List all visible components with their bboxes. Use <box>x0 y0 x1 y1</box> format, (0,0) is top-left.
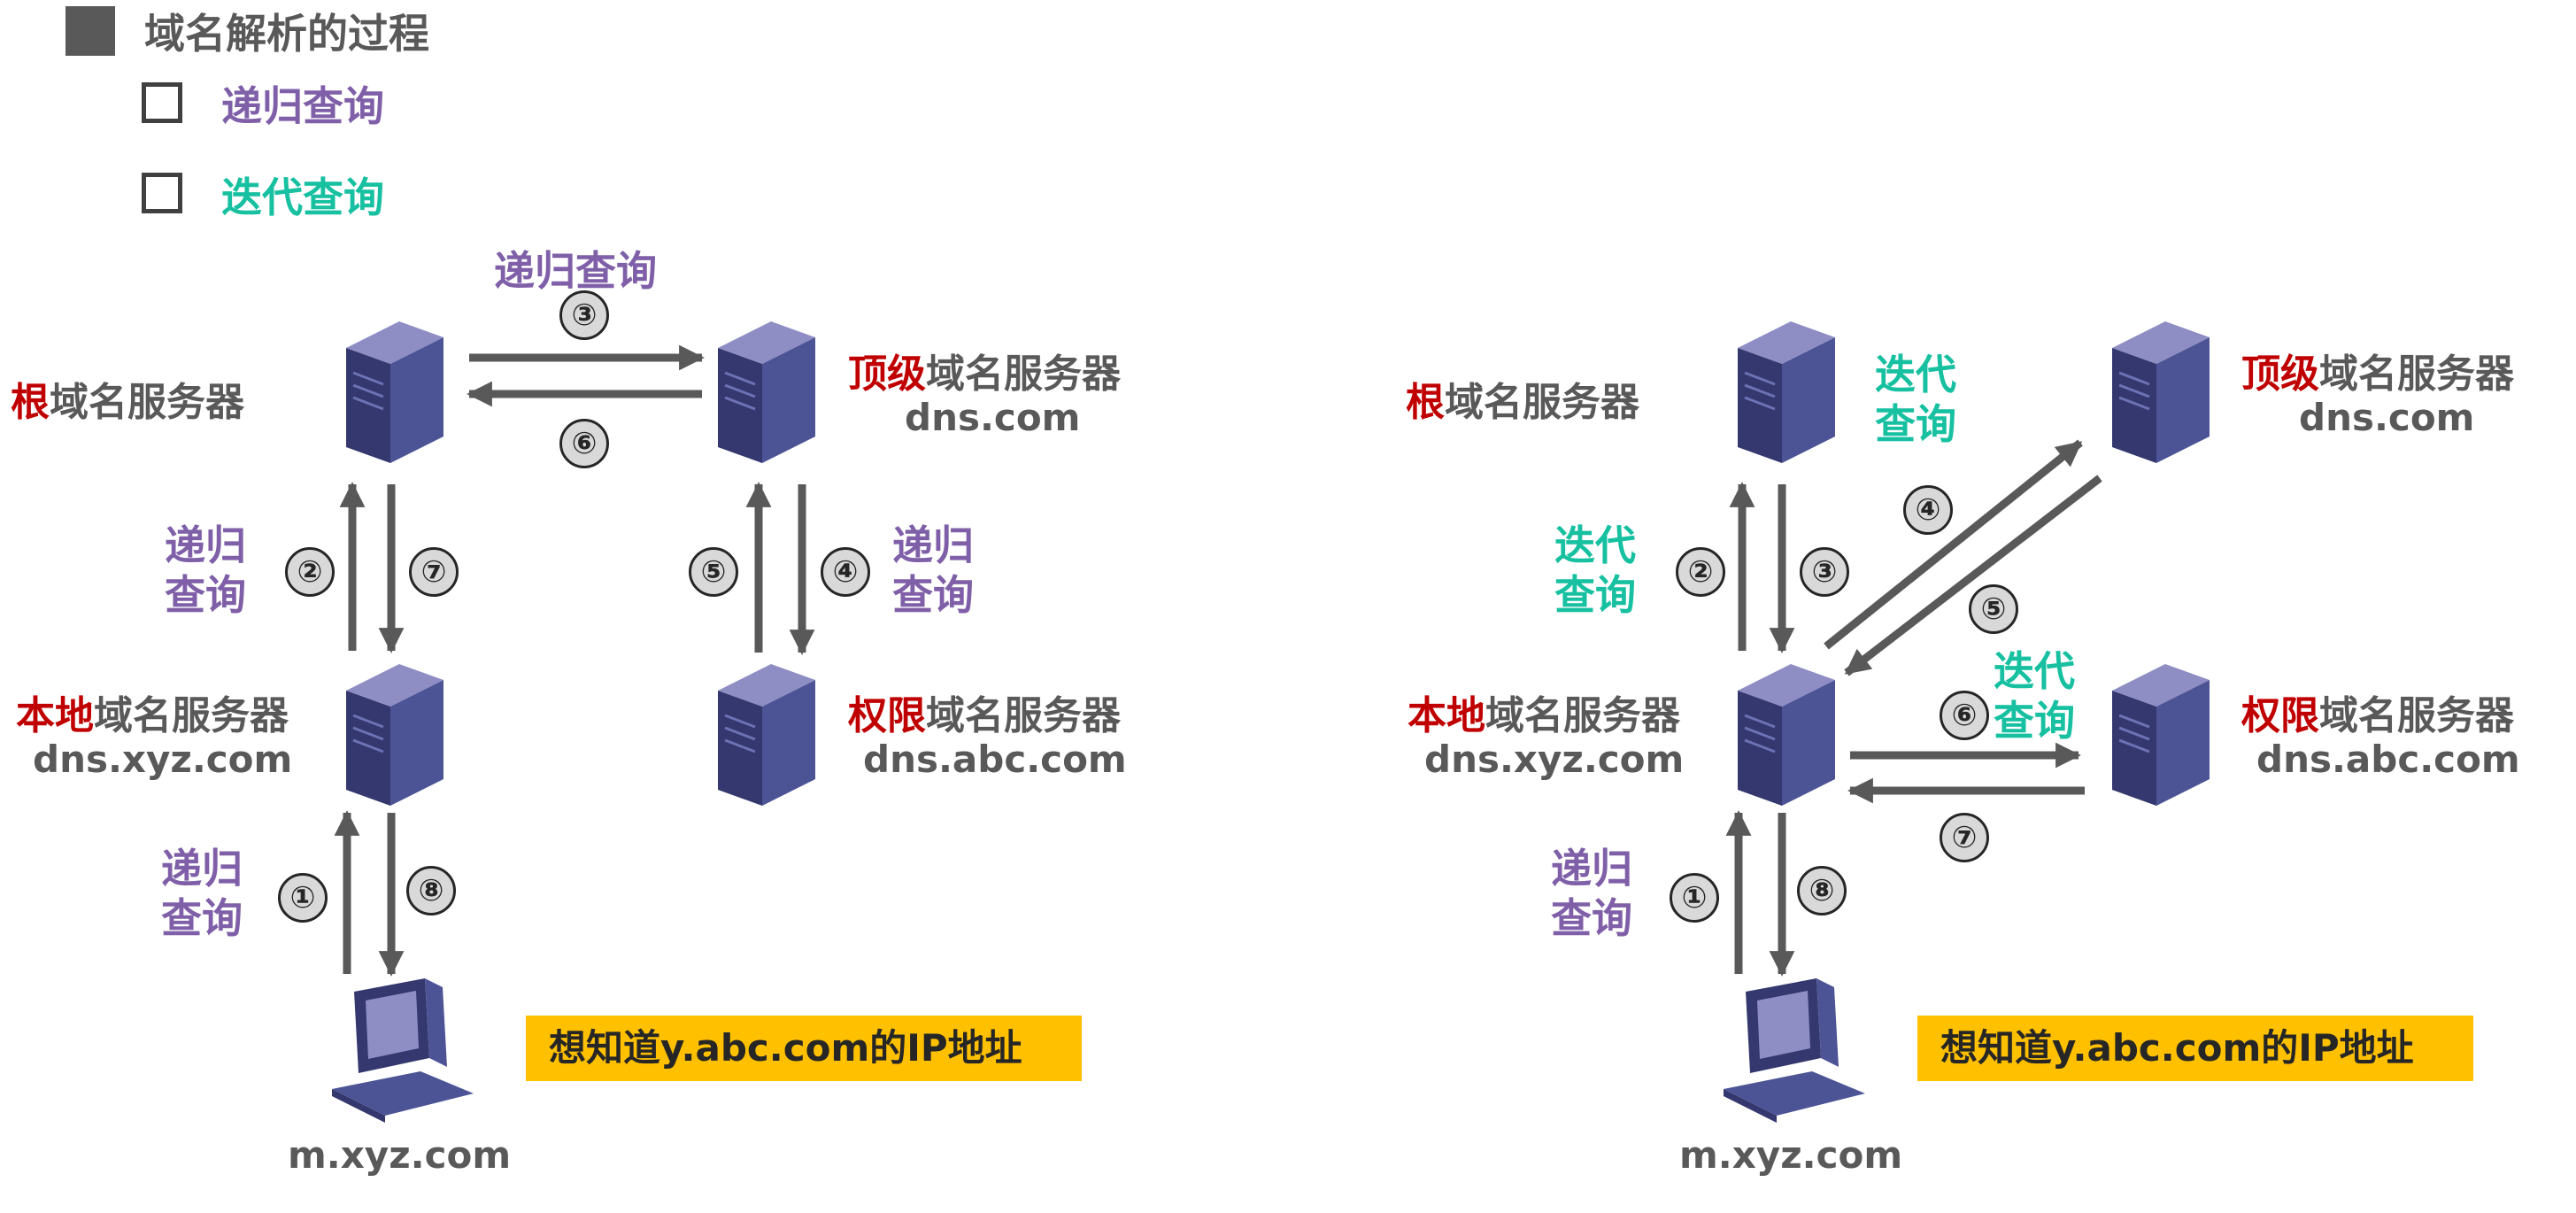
recursive-option-label: 递归查询 <box>221 82 384 130</box>
recursive-query-label: 递归查询 <box>892 522 974 619</box>
goal-banner: 想知道y.abc.com的IP地址 <box>1917 1016 2473 1081</box>
step-7-badge: ⑦ <box>409 547 459 597</box>
authoritative-server-label: 权限域名服务器 <box>2241 693 2514 738</box>
authoritative-hostname: dns.abc.com <box>863 738 1127 781</box>
authoritative-server-icon <box>718 664 815 806</box>
iterative-query-label: 迭代查询 <box>1994 647 2075 745</box>
step-4-badge: ④ <box>821 547 870 597</box>
step-8-badge: ⑧ <box>406 866 456 916</box>
iterative-query-label: 迭代查询 <box>1875 351 1956 448</box>
local-server-icon <box>1738 664 1835 806</box>
root-server-icon <box>346 321 443 463</box>
top-level-hostname: dns.com <box>905 396 1081 439</box>
iterative-option-label: 迭代查询 <box>221 174 384 221</box>
top-level-server-icon <box>2112 321 2210 463</box>
recursive-checkbox[interactable] <box>142 82 182 123</box>
local-server-label: 本地域名服务器 <box>16 693 289 738</box>
step-2-badge: ② <box>1676 547 1725 597</box>
recursive-query-label: 递归查询 <box>165 522 246 619</box>
step-7-badge: ⑦ <box>1940 813 1989 862</box>
step-6-badge: ⑥ <box>1940 691 1989 740</box>
client-hostname: m.xyz.com <box>288 1133 512 1177</box>
iterative-checkbox[interactable] <box>142 173 182 213</box>
authoritative-server-icon <box>2112 664 2210 806</box>
iterative-query-label: 迭代查询 <box>1554 522 1636 619</box>
recursive-query-label: 递归查询 <box>494 247 657 295</box>
step-4-badge: ④ <box>1903 485 1953 535</box>
page-title: 域名解析的过程 <box>144 10 429 58</box>
root-server-label: 根域名服务器 <box>11 380 244 425</box>
step-8-badge: ⑧ <box>1797 866 1847 916</box>
step-6-badge: ⑥ <box>559 419 609 468</box>
step-3-badge: ③ <box>1800 547 1849 597</box>
step-1-badge: ① <box>278 873 328 923</box>
root-server-icon <box>1738 321 1835 463</box>
goal-banner: 想知道y.abc.com的IP地址 <box>526 1016 1082 1081</box>
local-hostname: dns.xyz.com <box>33 738 293 781</box>
client-computer-icon <box>332 978 474 1123</box>
top-level-server-icon <box>718 321 815 463</box>
step-5-badge: ⑤ <box>1969 584 2018 634</box>
recursive-query-label: 递归查询 <box>161 845 243 942</box>
step-3-badge: ③ <box>559 290 609 340</box>
local-server-label: 本地域名服务器 <box>1408 693 1680 738</box>
client-hostname: m.xyz.com <box>1679 1133 1903 1177</box>
arrow-step-4-right <box>1824 439 2083 650</box>
step-2-badge: ② <box>285 547 335 597</box>
top-level-server-label: 顶级域名服务器 <box>848 352 1121 397</box>
top-level-server-label: 顶级域名服务器 <box>2241 352 2514 397</box>
local-hostname: dns.xyz.com <box>1424 738 1685 781</box>
step-5-badge: ⑤ <box>689 547 738 597</box>
local-server-icon <box>346 664 443 806</box>
bullet-square <box>66 6 115 56</box>
top-level-hostname: dns.com <box>2299 396 2475 439</box>
authoritative-hostname: dns.abc.com <box>2256 738 2520 781</box>
client-computer-icon <box>1724 978 1865 1123</box>
step-1-badge: ① <box>1670 873 1719 923</box>
arrow-step-5-right <box>1844 475 2102 676</box>
authoritative-server-label: 权限域名服务器 <box>848 693 1121 738</box>
recursive-query-label: 递归查询 <box>1551 845 1632 942</box>
root-server-label: 根域名服务器 <box>1406 380 1639 425</box>
